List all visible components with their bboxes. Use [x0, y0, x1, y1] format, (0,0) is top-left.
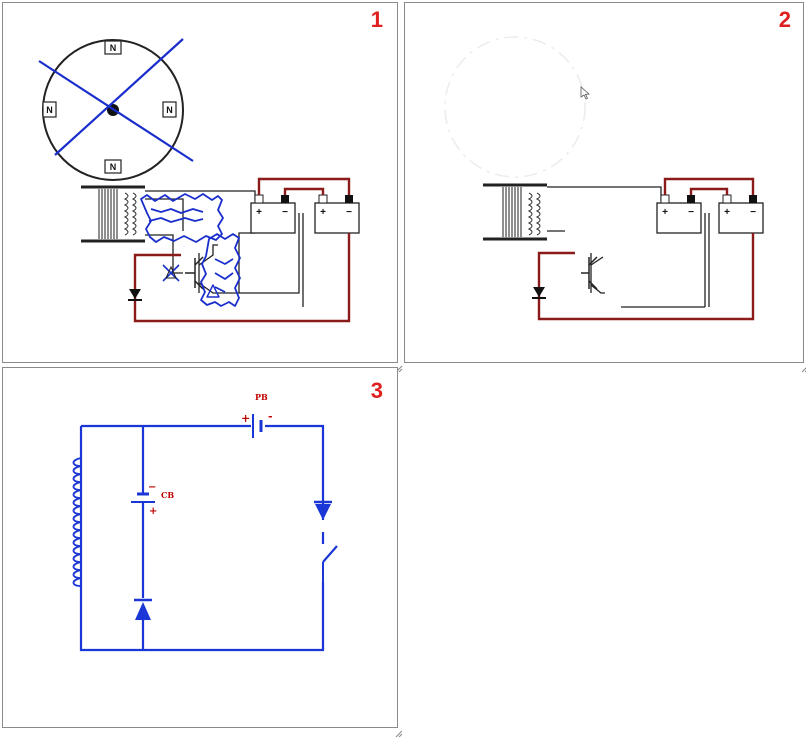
battery-right: + − [314, 194, 360, 234]
blue-scribble-annotation [140, 193, 241, 307]
diode-symbol [128, 289, 142, 301]
faded-rotor [444, 36, 586, 178]
bedini-circuit-faded: + − + − [444, 36, 764, 321]
panel-1: 1 N N N N [2, 2, 403, 373]
resize-handle[interactable] [395, 725, 403, 738]
battery-left: + − [250, 194, 296, 234]
cb-minus-label: − [148, 482, 156, 493]
battery-minus-label: − [346, 207, 352, 218]
red-wiring [133, 177, 351, 323]
panel-3: 3 PB + - − CB + [2, 367, 403, 738]
rotor-wheel: N N N N [42, 39, 184, 181]
inductor-coil [72, 457, 82, 587]
schematic-wires [79, 424, 338, 652]
cb-label: CB [161, 490, 174, 500]
battery-right: + − [718, 194, 764, 234]
blue-cross-mark [38, 38, 194, 162]
transistor-symbol [185, 256, 204, 290]
panel-number: 1 [370, 7, 383, 32]
battery-minus-label: − [282, 207, 288, 218]
panel-number: 3 [370, 378, 383, 403]
pb-label: PB [255, 392, 268, 402]
simplified-schematic: PB + - − CB + [72, 392, 338, 652]
magnet-label-bottom: N [110, 162, 117, 172]
magnet-label-left: N [46, 105, 53, 115]
battery-minus-label: − [750, 207, 756, 218]
crossed-resistor [162, 264, 180, 282]
cursor-icon [580, 86, 590, 100]
diode-symbol [532, 287, 546, 299]
battery-plus-label: + [320, 207, 326, 218]
battery-plus-label: + [724, 207, 730, 218]
magnet-label-right: N [166, 105, 173, 115]
cb-plus-label: + [149, 506, 157, 517]
battery-pb: PB + - [241, 392, 273, 438]
battery-left: + − [656, 194, 702, 234]
magnet-label-top: N [110, 43, 117, 53]
drive-coil [483, 183, 547, 241]
battery-cb: − CB + [131, 482, 174, 517]
transistor-symbol [581, 256, 598, 290]
pb-plus-label: + [241, 412, 250, 425]
diode-lower-left [134, 598, 152, 620]
diode-right [314, 500, 332, 520]
pb-minus-label: - [268, 410, 273, 423]
panel-number: 2 [778, 7, 791, 32]
battery-minus-label: − [688, 207, 694, 218]
battery-plus-label: + [662, 207, 668, 218]
battery-plus-label: + [256, 207, 262, 218]
bedini-circuit-annotated: N N N N [38, 38, 360, 323]
resize-handle[interactable] [801, 360, 806, 373]
drive-coil [81, 185, 145, 243]
panel-2: 2 [404, 2, 806, 373]
red-wiring [537, 177, 755, 321]
